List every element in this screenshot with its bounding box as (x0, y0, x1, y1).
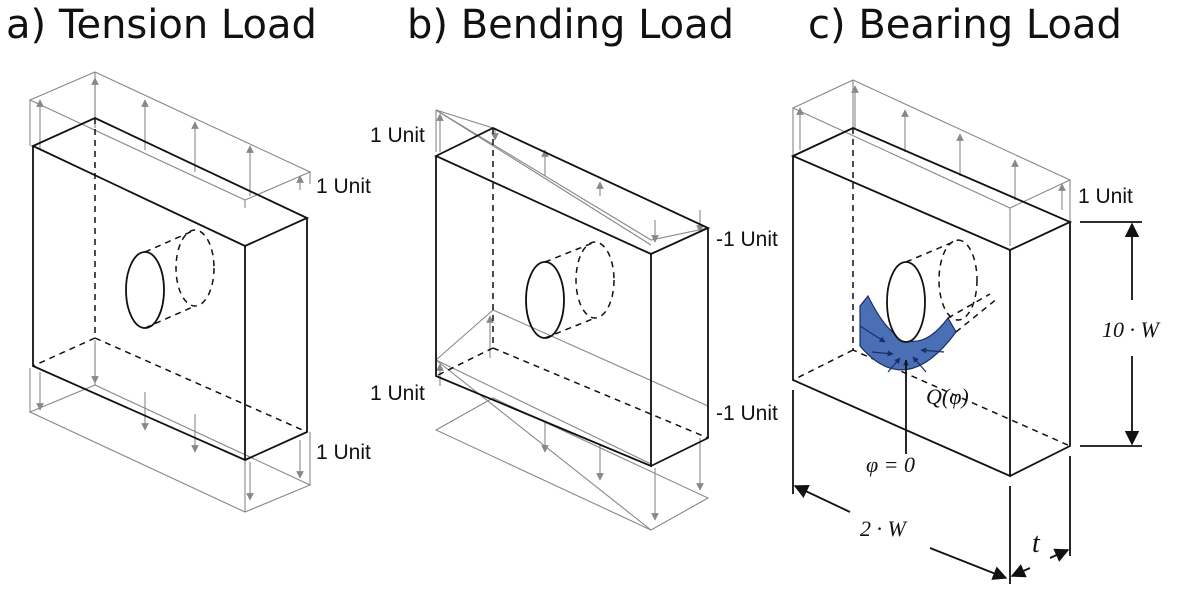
label-top-right-unit: -1 Unit (716, 228, 778, 251)
panel-bearing: φ = 0 Q(φ) 10 · W 2 · W t 1 Unit (790, 79, 1161, 584)
width-dimension-label: 2 · W (860, 516, 908, 541)
label-top-unit: 1 Unit (1078, 185, 1133, 208)
plate (790, 127, 1073, 478)
top-load-field (791, 79, 1072, 246)
thickness-dimension: t (1010, 456, 1071, 578)
height-dimension: 10 · W (1080, 221, 1161, 447)
label-bottom-unit: 1 Unit (316, 441, 371, 464)
thickness-dimension-label: t (1032, 528, 1041, 559)
label-top-unit: 1 Unit (316, 175, 371, 198)
angle-reference-label: φ = 0 (866, 452, 915, 477)
width-dimension: 2 · W (792, 390, 1011, 584)
top-load-field (28, 71, 312, 208)
label-bottom-left-unit: 1 Unit (370, 382, 425, 405)
load-function-label: Q(φ) (926, 384, 969, 409)
hole (886, 239, 978, 343)
label-top-left-unit: 1 Unit (370, 124, 425, 147)
bottom-load-field (434, 309, 710, 531)
bottom-load-field (28, 340, 312, 513)
title-tension: a) Tension Load (6, 2, 317, 48)
title-bearing: c) Bearing Load (808, 2, 1122, 48)
hole (525, 241, 615, 339)
label-bottom-right-unit: -1 Unit (716, 402, 778, 425)
panel-tension: 1 Unit 1 Unit (28, 71, 371, 513)
title-bending: b) Bending Load (407, 2, 735, 48)
height-dimension-label: 10 · W (1102, 317, 1161, 342)
top-load-field (435, 109, 710, 246)
bearing-load (859, 293, 999, 378)
panel-bending: 1 Unit -1 Unit 1 Unit -1 Unit (370, 109, 778, 531)
hole (125, 229, 215, 329)
plate (433, 127, 711, 468)
plate (30, 117, 310, 462)
